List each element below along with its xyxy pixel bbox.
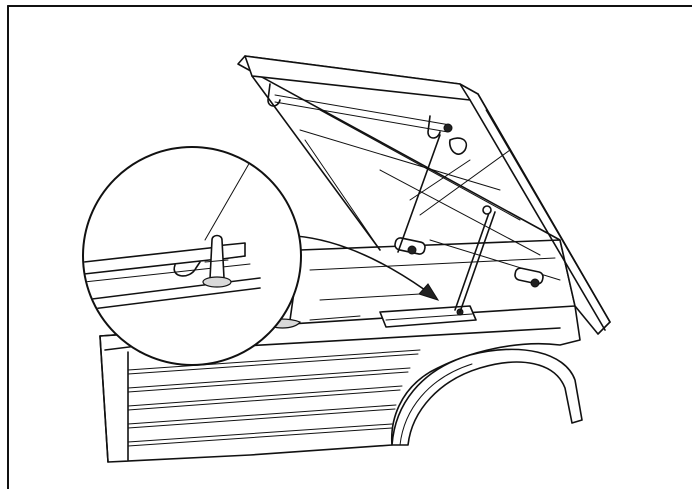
wheel-well-arch <box>391 348 583 446</box>
side-panel-ribs <box>127 349 421 447</box>
support-struts <box>397 123 496 313</box>
tonneau-cover-open <box>237 55 611 335</box>
cover-hooks <box>267 83 468 155</box>
cover-gas-cylinders <box>394 237 544 288</box>
latch-detail-inset <box>82 146 302 366</box>
latch-bracket <box>379 305 477 328</box>
callout-arrow <box>295 235 440 301</box>
page-frame <box>7 5 692 489</box>
